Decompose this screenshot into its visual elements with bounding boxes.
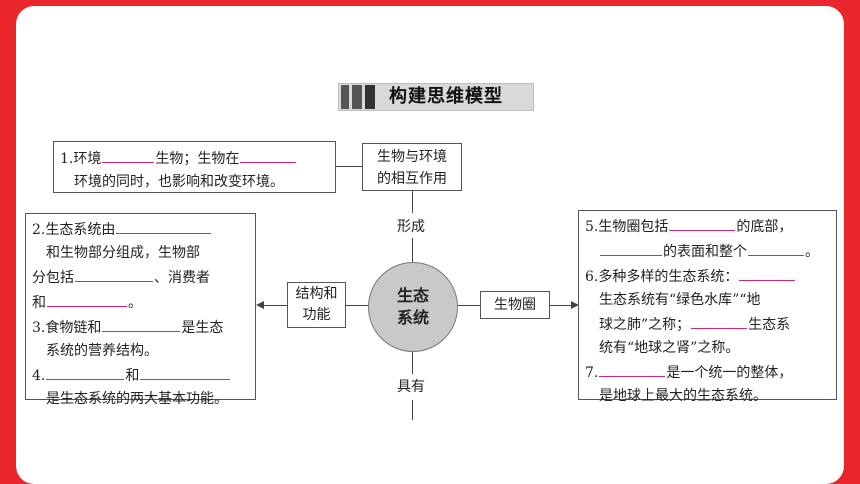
- box2-text: 是生态系统的两大基本功能。: [46, 391, 228, 407]
- box1-text: 生物；生物在: [155, 151, 240, 167]
- answer-blank[interactable]: [116, 217, 212, 234]
- box2-text: 是生态: [181, 320, 224, 336]
- answer-blank[interactable]: [102, 315, 181, 332]
- title-banner: 构建思维模型: [338, 83, 534, 111]
- connector-line: [550, 305, 572, 306]
- box1-text: 1.环境: [60, 151, 102, 167]
- box2-text: 。: [128, 295, 142, 311]
- box2-text: 2.生态系统由: [32, 222, 116, 238]
- connector-line: [336, 166, 362, 167]
- banner-block-icon: [352, 85, 362, 109]
- structure-line: 结构和: [295, 286, 338, 302]
- box3-text: 的表面和整个: [663, 244, 747, 260]
- answer-blank[interactable]: [102, 146, 155, 163]
- connector-line: [412, 191, 413, 213]
- answer-blank[interactable]: [748, 239, 804, 256]
- box2-text: 、消费者: [154, 270, 210, 286]
- box3-text: 5.生物圈包括: [585, 219, 669, 235]
- box3-text: 是地球上最大的生态系统。: [599, 388, 767, 404]
- answer-blank[interactable]: [46, 363, 125, 380]
- connector-line: [412, 352, 413, 374]
- connector-line: [412, 400, 413, 420]
- arrow-right-icon: [571, 301, 579, 309]
- box-environment: 1.环境 生物；生物在 环境的同时，也影响和改变环境。: [53, 141, 336, 193]
- box2-text: 3.食物链和: [32, 320, 102, 336]
- answer-blank[interactable]: [600, 239, 662, 256]
- box-biosphere: 生物圈: [480, 291, 550, 319]
- connector-line: [346, 305, 368, 306]
- banner-block-icon: [341, 85, 349, 109]
- box3-text: 统有“地球之肾”之称。: [599, 340, 740, 356]
- structure-line: 功能: [302, 307, 331, 323]
- answer-blank[interactable]: [691, 312, 748, 329]
- interaction-line: 生物与环境: [377, 149, 447, 165]
- answer-blank[interactable]: [240, 146, 297, 163]
- ecosystem-node: 生态 系统: [368, 262, 458, 352]
- box2-text: 和: [125, 368, 140, 384]
- page-title: 构建思维模型: [389, 86, 503, 107]
- connector-line: [458, 305, 480, 306]
- label-form: 形成: [397, 219, 425, 235]
- box2-text: 系统的营养结构。: [46, 343, 158, 359]
- box-biosphere-details: 5.生物圈包括 的底部， 的表面和整个 。 6.多种多样的生态系统： 生态系统有“绿…: [578, 210, 837, 404]
- interaction-line: 的相互作用: [377, 171, 447, 187]
- box3-text: 的底部，: [736, 219, 793, 235]
- box3-text: 生态系统有“绿色水库”“地: [599, 292, 761, 308]
- answer-blank[interactable]: [599, 360, 666, 377]
- answer-blank[interactable]: [739, 264, 796, 281]
- box-ecosystem-structure: 2.生态系统由 和生物部分组成，生物部 分包括、消费者 和。 3.食物链和是生态…: [25, 213, 256, 407]
- connector-line: [412, 238, 413, 262]
- box2-text: 4.: [32, 368, 46, 384]
- box2-text: 和: [32, 295, 46, 311]
- center-text: 生态: [396, 286, 429, 305]
- box3-text: 是一个统一的整体，: [666, 365, 793, 381]
- label-have: 具有: [397, 379, 425, 395]
- connector-line: [262, 305, 287, 306]
- answer-blank[interactable]: [669, 214, 736, 231]
- box2-text: 和生物部分组成，生物部: [46, 245, 200, 261]
- box-structure-function: 结构和 功能: [287, 282, 346, 328]
- box1-text: 环境的同时，也影响和改变环境。: [74, 174, 284, 190]
- answer-blank[interactable]: [140, 363, 231, 380]
- arrow-left-icon: [256, 301, 264, 309]
- answer-blank[interactable]: [47, 290, 127, 307]
- box3-text: 6.多种多样的生态系统：: [585, 269, 739, 285]
- biosphere-label: 生物圈: [494, 297, 536, 313]
- box3-text: 球之肺”之称；: [599, 317, 691, 333]
- center-text: 系统: [396, 308, 429, 327]
- box-interaction: 生物与环境 的相互作用: [362, 143, 462, 191]
- box3-text: 生态系: [748, 317, 791, 333]
- box2-text: 分包括: [32, 270, 74, 286]
- banner-block-icon: [365, 85, 375, 109]
- box3-text: 7.: [585, 365, 599, 381]
- answer-blank[interactable]: [75, 265, 153, 282]
- box3-text: 。: [805, 244, 819, 260]
